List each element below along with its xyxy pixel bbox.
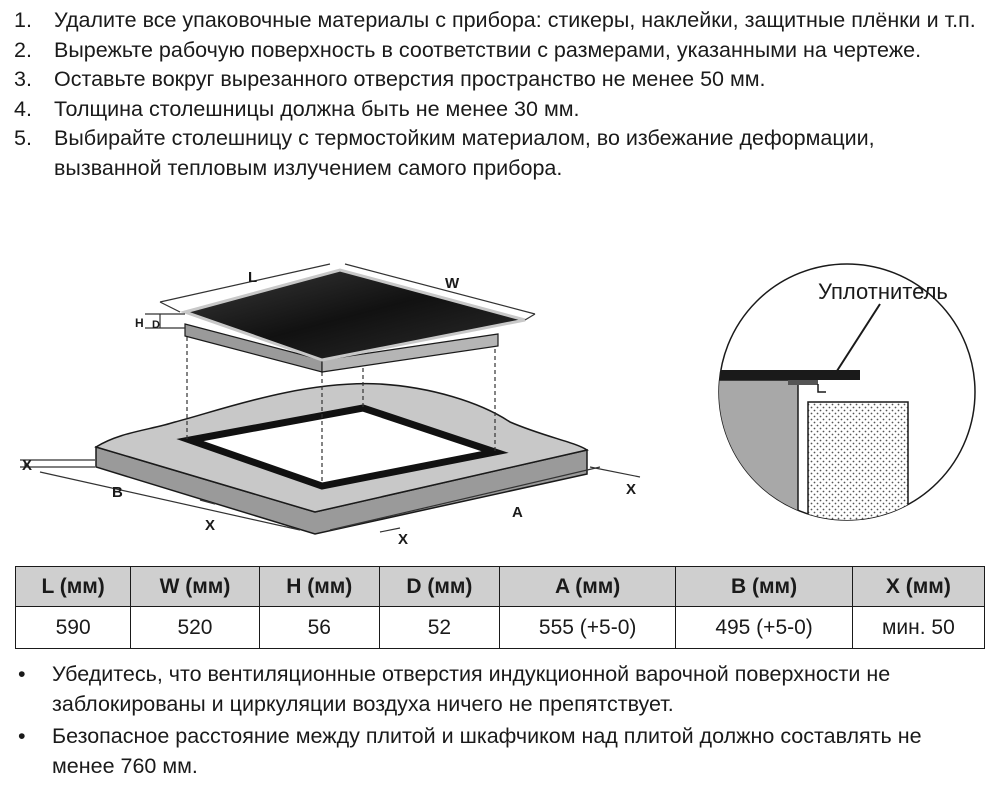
header-h: H (мм) bbox=[258, 565, 380, 608]
label-h: H bbox=[135, 316, 144, 330]
label-d: D bbox=[152, 319, 160, 331]
value-d: 52 bbox=[378, 606, 500, 649]
step-number: 2. bbox=[14, 37, 32, 62]
value-h: 56 bbox=[258, 606, 380, 649]
label-x-right: X bbox=[626, 481, 636, 498]
step-item: 3. Оставьте вокруг вырезанного отверстия … bbox=[14, 65, 986, 95]
header-a: A (мм) bbox=[498, 565, 677, 608]
header-l: L (мм) bbox=[14, 565, 132, 608]
label-w: W bbox=[445, 275, 460, 292]
seal-detail-view bbox=[718, 263, 976, 521]
step-number: 1. bbox=[14, 8, 32, 32]
step-text: Вырежьте рабочую поверхность в соответст… bbox=[54, 37, 922, 62]
value-l: 590 bbox=[14, 606, 132, 649]
step-item: 4. Толщина столешницы должна быть не мене… bbox=[14, 95, 986, 125]
bullet-icon: • bbox=[18, 724, 26, 748]
bullet-icon: • bbox=[18, 662, 26, 686]
notes-list: • Убедитесь, что вентиляционные отверстия… bbox=[14, 660, 986, 784]
list-item: • Убедитесь, что вентиляционные отверстия… bbox=[14, 660, 986, 719]
value-w: 520 bbox=[130, 606, 260, 649]
list-item: • Безопасное расстояние между плитой и шк… bbox=[14, 722, 986, 781]
hob-dimensions bbox=[145, 263, 536, 329]
header-b: B (мм) bbox=[675, 565, 853, 608]
seal-label: Уплотнитель bbox=[818, 279, 948, 304]
table-row: 590 520 56 52 555 (+5-0) 495 (+5-0) мин.… bbox=[14, 606, 986, 649]
step-text: Удалите все упаковочные материалы с приб… bbox=[54, 8, 976, 32]
cutout-dimensions bbox=[20, 459, 641, 533]
note-text: Убедитесь, что вентиляционные отверстия … bbox=[52, 662, 891, 716]
table-header-row: L (мм) W (мм) H (мм) D (мм) A (мм) B (мм… bbox=[14, 565, 986, 608]
value-b: 495 (+5-0) bbox=[675, 606, 853, 649]
installation-diagram: L W H D X B X X A X Уплотнитель bbox=[20, 263, 976, 548]
step-text: Выбирайте столешницу с термостойким мате… bbox=[54, 126, 875, 180]
step-item: 2. Вырежьте рабочую поверхность в соответ… bbox=[14, 36, 986, 66]
step-number: 3. bbox=[14, 67, 32, 91]
countertop-shape bbox=[94, 382, 589, 535]
value-a: 555 (+5-0) bbox=[498, 606, 677, 649]
label-a: A bbox=[512, 504, 523, 521]
header-w: W (мм) bbox=[130, 565, 260, 608]
label-l: L bbox=[248, 269, 257, 286]
step-text: Оставьте вокруг вырезанного отверстия пр… bbox=[54, 67, 766, 91]
label-x-left: X bbox=[22, 457, 32, 474]
label-x-bottom-left: X bbox=[205, 517, 215, 534]
label-x-bottom: X bbox=[398, 531, 408, 548]
header-x: X (мм) bbox=[851, 565, 986, 608]
header-d: D (мм) bbox=[378, 565, 500, 608]
step-item: 5. Выбирайте столешницу с термостойким ма… bbox=[14, 124, 986, 183]
step-number: 4. bbox=[14, 96, 32, 121]
step-item: 1. Удалите все упаковочные материалы с пр… bbox=[14, 6, 986, 36]
step-number: 5. bbox=[14, 126, 32, 150]
installation-steps: 1. Удалите все упаковочные материалы с пр… bbox=[14, 6, 986, 183]
note-text: Безопасное расстояние между плитой и шка… bbox=[52, 724, 922, 778]
dimensions-table: L (мм) W (мм) H (мм) D (мм) A (мм) B (мм… bbox=[14, 565, 986, 649]
hob-panel bbox=[179, 268, 526, 373]
value-x: мин. 50 bbox=[851, 606, 986, 649]
step-text: Толщина столешницы должна быть не менее … bbox=[54, 96, 580, 121]
label-b: B bbox=[112, 484, 123, 501]
